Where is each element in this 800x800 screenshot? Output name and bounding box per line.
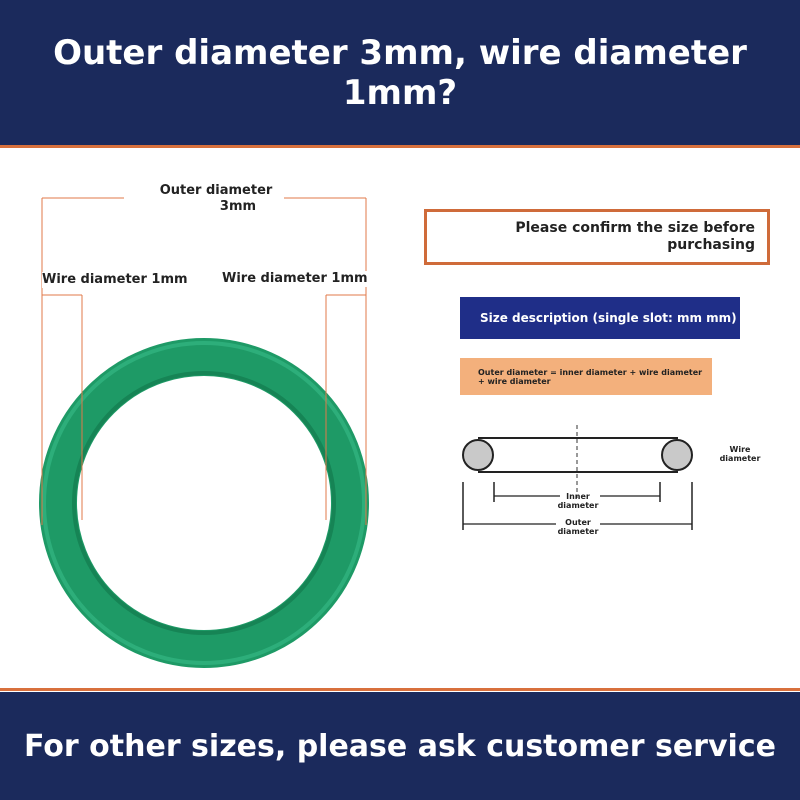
- wire-diameter-left-label: Wire diameter 1mm: [42, 272, 188, 288]
- wire-diameter-right-label: Wire diameter 1mm: [222, 271, 368, 287]
- outer-diameter-label: Outer diameter 3mm: [154, 183, 278, 215]
- wire-section-right: [661, 439, 693, 471]
- confirm-size-notice: Please confirm the size before purchasin…: [424, 209, 770, 265]
- formula-text: Outer diameter = inner diameter + wire d…: [478, 368, 703, 386]
- formula-box: Outer diameter = inner diameter + wire d…: [460, 358, 712, 395]
- footer-banner: For other sizes, please ask customer ser…: [0, 692, 800, 800]
- footer-text: For other sizes, please ask customer ser…: [24, 728, 776, 764]
- outer-diameter-title: Outer diameter: [159, 183, 273, 198]
- outer-diameter-value: 3mm: [219, 199, 257, 214]
- cross-section-diagram: [462, 425, 693, 530]
- oring-highlight: [42, 341, 366, 665]
- dimension-lines: [41, 197, 367, 525]
- inner-diameter-value: 1mm: [160, 511, 248, 551]
- size-description-badge: Size description (single slot: mm mm): [460, 297, 740, 339]
- diagram-wire-diameter-label: Wire diameter: [719, 445, 761, 463]
- confirm-size-text: Please confirm the size before purchasin…: [515, 220, 755, 253]
- wire-section-left: [462, 439, 494, 471]
- header-divider: [0, 145, 800, 148]
- inner-diameter-label: Inner diameter: [102, 479, 306, 507]
- footer-divider: [0, 688, 800, 691]
- header-title: Outer diameter 3mm, wire diameter 1mm?: [53, 32, 747, 113]
- oring-shadow: [72, 371, 336, 635]
- diagram-inner-diameter-label: Inner diameter: [557, 492, 599, 510]
- diagram-outer-diameter-label: Outer diameter: [557, 518, 599, 536]
- oring-shape: [39, 338, 369, 668]
- header-banner: Outer diameter 3mm, wire diameter 1mm?: [0, 0, 800, 145]
- size-description-label: Size description (single slot: mm mm): [480, 311, 737, 325]
